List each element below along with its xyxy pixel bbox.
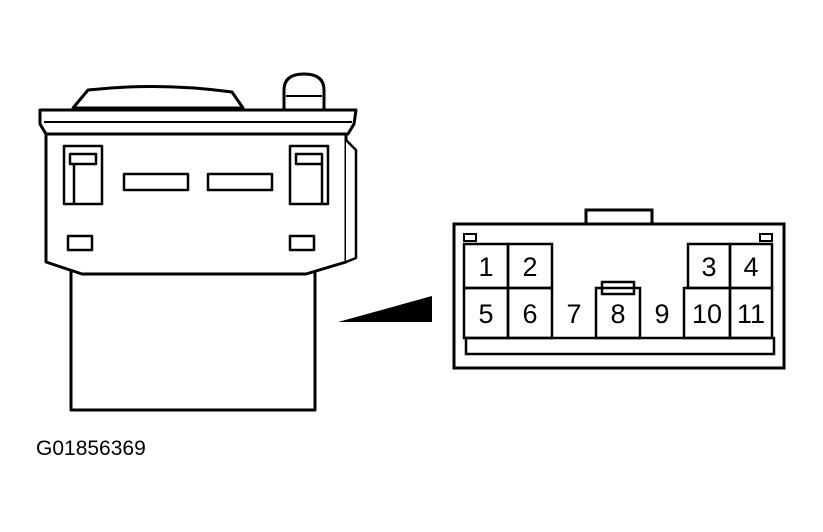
pin-label-1: 1	[478, 252, 493, 282]
switch-plug-housing	[69, 266, 317, 412]
pin-label-4: 4	[743, 252, 758, 282]
view-direction-pointer	[338, 296, 432, 322]
pin-label-10: 10	[692, 299, 722, 329]
connector-rail	[464, 336, 776, 356]
switch-window-right	[206, 172, 274, 192]
pin-label-11: 11	[737, 299, 765, 329]
pin-cavity-6	[506, 286, 554, 340]
switch-window-left	[122, 172, 190, 192]
pin-cavity-11	[728, 286, 774, 340]
switch-tab-left	[66, 234, 94, 252]
figure-id: G01856369	[36, 437, 146, 460]
switch-assembly	[38, 72, 358, 412]
pin-label-9: 9	[654, 299, 669, 329]
pin-label-6: 6	[522, 299, 537, 329]
pin-cavity-8	[594, 286, 642, 340]
switch-body	[44, 132, 348, 276]
switch-latch-left	[62, 144, 104, 206]
switch-tab-right	[288, 234, 316, 252]
pin-label-3: 3	[701, 252, 716, 282]
pin-label-8: 8	[610, 299, 625, 329]
switch-rocker	[71, 84, 245, 110]
switch-indicator-knob	[282, 72, 326, 112]
switch-latch-right	[288, 144, 330, 206]
pin-label-2: 2	[522, 252, 537, 282]
pin-label-7: 7	[566, 299, 581, 329]
pin-label-5: 5	[478, 299, 493, 329]
